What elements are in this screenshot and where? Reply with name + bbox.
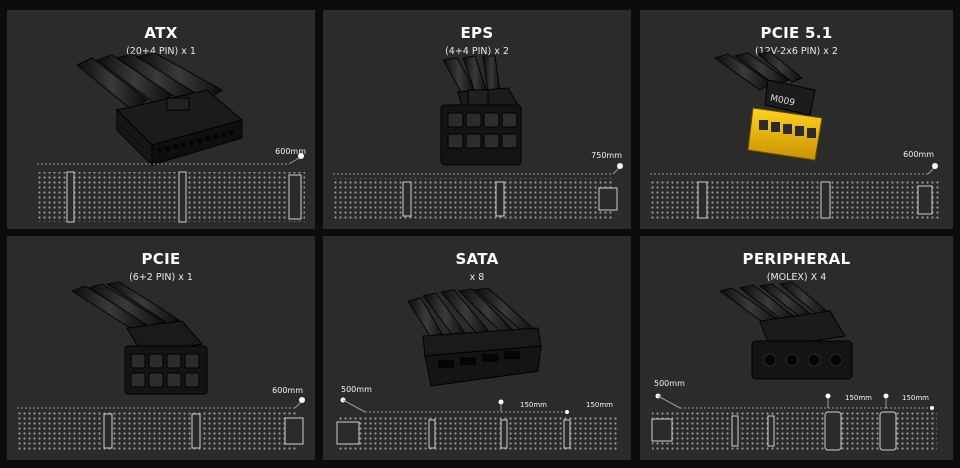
card-peripheral: PERIPHERAL (MOLEX) X 4 xyxy=(640,236,953,460)
card-subtitle: (20+4 PIN) x 1 xyxy=(126,46,196,57)
card-title: EPS xyxy=(460,24,494,42)
pcie-connector-illustration xyxy=(17,281,305,451)
pcie-5-1-connector-illustration: M009 xyxy=(650,51,940,220)
sata-connector-illustration xyxy=(336,287,619,451)
card-subtitle: (6+2 PIN) x 1 xyxy=(129,272,193,283)
card-title: PCIE 5.1 xyxy=(760,24,833,42)
svg-text:600mm: 600mm xyxy=(903,150,934,159)
card-subtitle: (MOLEX) X 4 xyxy=(766,272,827,283)
card-title: ATX xyxy=(144,24,178,42)
sata-length-labels: 500mm 150mm 150mm xyxy=(341,385,613,409)
atx-length-label: 600mm xyxy=(275,147,306,156)
card-pcie-5-1: PCIE 5.1 (12V-2x6 PIN) x 2 M009 600mm xyxy=(640,10,953,229)
svg-text:750mm: 750mm xyxy=(591,151,622,160)
svg-text:500mm: 500mm xyxy=(654,379,685,388)
card-atx: ATX (20+4 PIN) x 1 600mm xyxy=(7,10,315,229)
card-title: SATA xyxy=(455,250,499,268)
card-sata: SATA x 8 xyxy=(323,236,631,460)
atx-connector-illustration xyxy=(37,52,305,223)
eps-length-label: 750mm xyxy=(591,151,622,160)
svg-text:150mm: 150mm xyxy=(520,401,547,409)
card-eps: EPS (4+4 PIN) x 2 750mm xyxy=(323,10,631,229)
peripheral-length-labels: 500mm 150mm 150mm xyxy=(654,379,929,402)
svg-text:150mm: 150mm xyxy=(845,394,872,402)
svg-text:600mm: 600mm xyxy=(275,147,306,156)
card-subtitle: (12V-2x6 PIN) x 2 xyxy=(755,46,838,57)
pcie-length-label: 600mm xyxy=(272,386,303,395)
card-subtitle: (4+4 PIN) x 2 xyxy=(445,46,509,57)
eps-connector-illustration xyxy=(333,55,623,220)
card-title: PCIE xyxy=(141,250,181,268)
svg-text:600mm: 600mm xyxy=(272,386,303,395)
peripheral-connector-illustration xyxy=(651,281,937,451)
card-pcie: PCIE (6+2 PIN) x 1 600mm xyxy=(7,236,315,460)
svg-text:150mm: 150mm xyxy=(586,401,613,409)
card-subtitle: x 8 xyxy=(469,272,485,283)
svg-text:500mm: 500mm xyxy=(341,385,372,394)
card-title: PERIPHERAL xyxy=(742,250,851,268)
svg-text:150mm: 150mm xyxy=(902,394,929,402)
pcie-5-1-length-label: 600mm xyxy=(903,150,934,159)
